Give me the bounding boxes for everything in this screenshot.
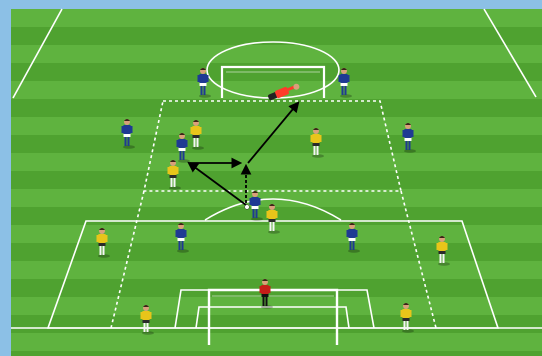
bottom-goal [207,288,339,345]
player-blue-low-left [175,223,189,253]
player-yellow-bottom-left [140,305,154,335]
pass-arrow-center-to-left [187,161,247,206]
player-yellow-mid-left [167,160,181,190]
grass-stripe [11,27,542,45]
player-blue-top-left [197,68,211,98]
grass-stripe [11,279,542,297]
top-goal [220,65,326,98]
arrows [187,101,300,208]
grass-stripe [11,99,542,117]
left-touchline [12,8,63,99]
grass-stripe [11,117,542,135]
shot-arrow-to-goal [247,101,300,164]
player-yellow-top-right [310,128,324,158]
player-yellow-low-right [436,236,450,266]
player-yellow-center [266,204,280,234]
grass-stripe [11,81,542,99]
grass-stripe [11,351,542,356]
players [96,68,450,335]
grass-stripe [11,315,542,333]
player-blue-left-wing [121,119,135,149]
grass-stripe [11,153,542,171]
player-blue-low-right [346,223,360,253]
player-blue-right-wing [402,123,416,153]
grass-stripes [11,9,542,356]
grass-stripe [11,171,542,189]
right-touchline [483,8,537,98]
grass-stripe [11,333,542,351]
ball [244,204,250,210]
goalkeeper-top [268,83,300,101]
player-blue-top-right [338,68,352,98]
bottom-goal-box [195,306,350,329]
grass-stripe [11,297,542,315]
grass [11,9,542,356]
dashed-zone [143,100,403,192]
player-blue-center [249,191,263,221]
player-yellow-bottom-right [400,303,414,333]
center-arc [204,198,342,221]
grass-stripe [11,261,542,279]
grass-stripe [11,243,542,261]
grass-stripe [11,135,542,153]
grass-stripe [11,9,542,27]
player-blue-mid-left [176,133,190,163]
player-yellow-top-mid [190,120,204,150]
goalkeeper-bottom [259,279,273,309]
grass-stripe [11,225,542,243]
player-yellow-low-left [96,228,110,258]
grass-stripe [11,45,542,63]
